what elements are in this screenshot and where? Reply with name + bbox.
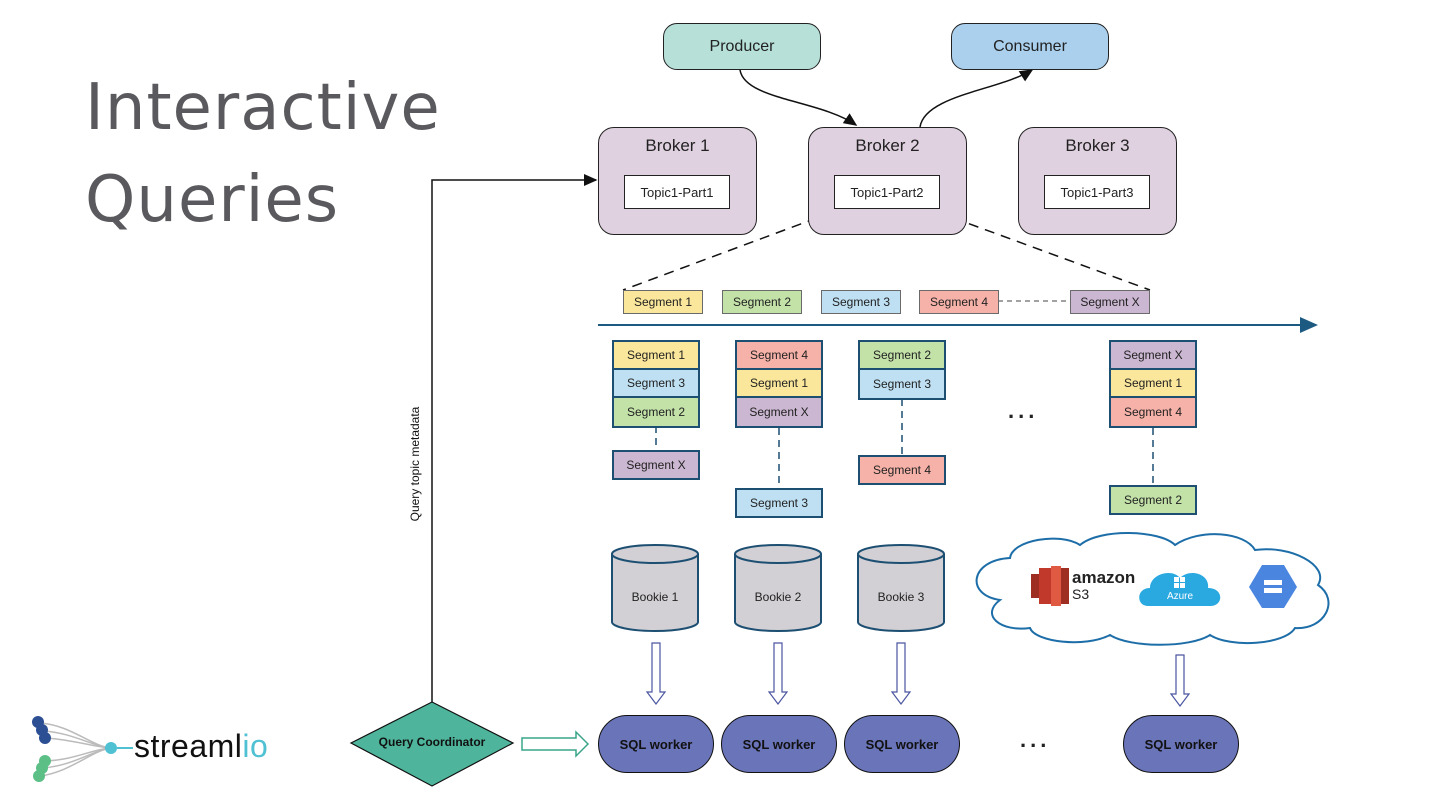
timeline-segment: Segment 1	[623, 290, 703, 314]
amazon-label: amazon	[1072, 568, 1136, 587]
bookie-3-label[interactable]: Bookie 3	[877, 590, 925, 604]
broker-label: Broker 3	[1065, 136, 1130, 155]
stacked-segment: Segment X	[1111, 342, 1195, 370]
producer-to-broker-arrow	[739, 69, 858, 126]
stacked-segment: Segment 3	[614, 370, 698, 398]
amazon-s3-label: amazon S3	[1072, 568, 1136, 602]
broker-label: Broker 2	[855, 136, 920, 155]
bookie-1-label[interactable]: Bookie 1	[631, 590, 679, 604]
azure-cloud-icon	[1139, 573, 1221, 606]
azure-label: Azure	[1166, 591, 1194, 602]
consumer-label: Consumer	[993, 37, 1067, 55]
stacked-segment: Segment 3	[860, 370, 944, 398]
metadata-edge-label: Query topic metadata	[408, 406, 422, 522]
timeline-segment: Segment 3	[821, 290, 901, 314]
slide-title: Interactive Queries	[85, 62, 441, 246]
stacked-segment: Segment 1	[614, 342, 698, 370]
sql-worker[interactable]: SQL worker	[598, 715, 714, 773]
stacked-segment: Segment 4	[1111, 398, 1195, 426]
stacked-segment: Segment 2	[614, 398, 698, 426]
google-cloud-storage-icon	[1249, 565, 1297, 608]
producer-node[interactable]: Producer	[663, 23, 821, 70]
broker-3[interactable]: Broker 3 Topic1-Part3	[1018, 127, 1177, 235]
topic-partition[interactable]: Topic1-Part2	[834, 175, 940, 209]
timeline-segment: Segment 2	[722, 290, 802, 314]
broker-2[interactable]: Broker 2 Topic1-Part2	[808, 127, 967, 235]
metadata-query-arrow	[431, 174, 598, 702]
stacked-segment: Segment 2	[860, 342, 944, 370]
bookie-cylinder	[734, 544, 822, 632]
amazon-s3-icon	[1031, 566, 1069, 606]
broker-label: Broker 1	[645, 136, 710, 155]
logo-text-main: streaml	[134, 728, 243, 764]
down-arrow	[890, 642, 912, 705]
timeline-segment: Segment 4	[919, 290, 999, 314]
coordinator-to-workers-arrow	[521, 730, 590, 758]
title-line-2: Queries	[85, 163, 340, 237]
query-coordinator-label: Query Coordinator	[378, 735, 486, 749]
sql-worker[interactable]: SQL worker	[1123, 715, 1239, 773]
bookie-2-label[interactable]: Bookie 2	[754, 590, 802, 604]
stacked-segment: Segment 1	[1111, 370, 1195, 398]
ellipsis-segments: ...	[1008, 398, 1039, 423]
segment-tail: Segment 4	[858, 455, 946, 485]
logo-text-accent: io	[242, 728, 269, 764]
consumer-node[interactable]: Consumer	[951, 23, 1109, 70]
timeline-segment: Segment X	[1070, 290, 1150, 314]
segment-tail: Segment 3	[735, 488, 823, 518]
bookie-cylinder	[611, 544, 699, 632]
bookie-cylinder	[857, 544, 945, 632]
ellipsis-workers: ...	[1020, 727, 1051, 752]
down-arrow	[767, 642, 789, 705]
expand-line-left	[622, 211, 834, 291]
sql-worker[interactable]: SQL worker	[721, 715, 837, 773]
stacked-segment: Segment X	[737, 398, 821, 426]
down-arrow	[645, 642, 667, 705]
down-arrow	[1169, 654, 1191, 707]
stacked-segment: Segment 1	[737, 370, 821, 398]
segment-tail: Segment X	[612, 450, 700, 480]
segment-tail: Segment 2	[1109, 485, 1197, 515]
s3-label: S3	[1072, 586, 1090, 602]
sql-worker[interactable]: SQL worker	[844, 715, 960, 773]
topic-partition[interactable]: Topic1-Part3	[1044, 175, 1150, 209]
broker-1[interactable]: Broker 1 Topic1-Part1	[598, 127, 757, 235]
topic-partition[interactable]: Topic1-Part1	[624, 175, 730, 209]
query-coordinator-diamond[interactable]	[349, 701, 515, 787]
broker-to-consumer-arrow	[919, 69, 1034, 128]
stacked-segment: Segment 4	[737, 342, 821, 370]
streamlio-logo-text: streamlio	[134, 728, 268, 765]
producer-label: Producer	[709, 37, 775, 55]
expand-line-right	[936, 211, 1151, 291]
streamlio-logo-graphic	[32, 716, 133, 782]
title-line-1: Interactive	[85, 71, 441, 145]
